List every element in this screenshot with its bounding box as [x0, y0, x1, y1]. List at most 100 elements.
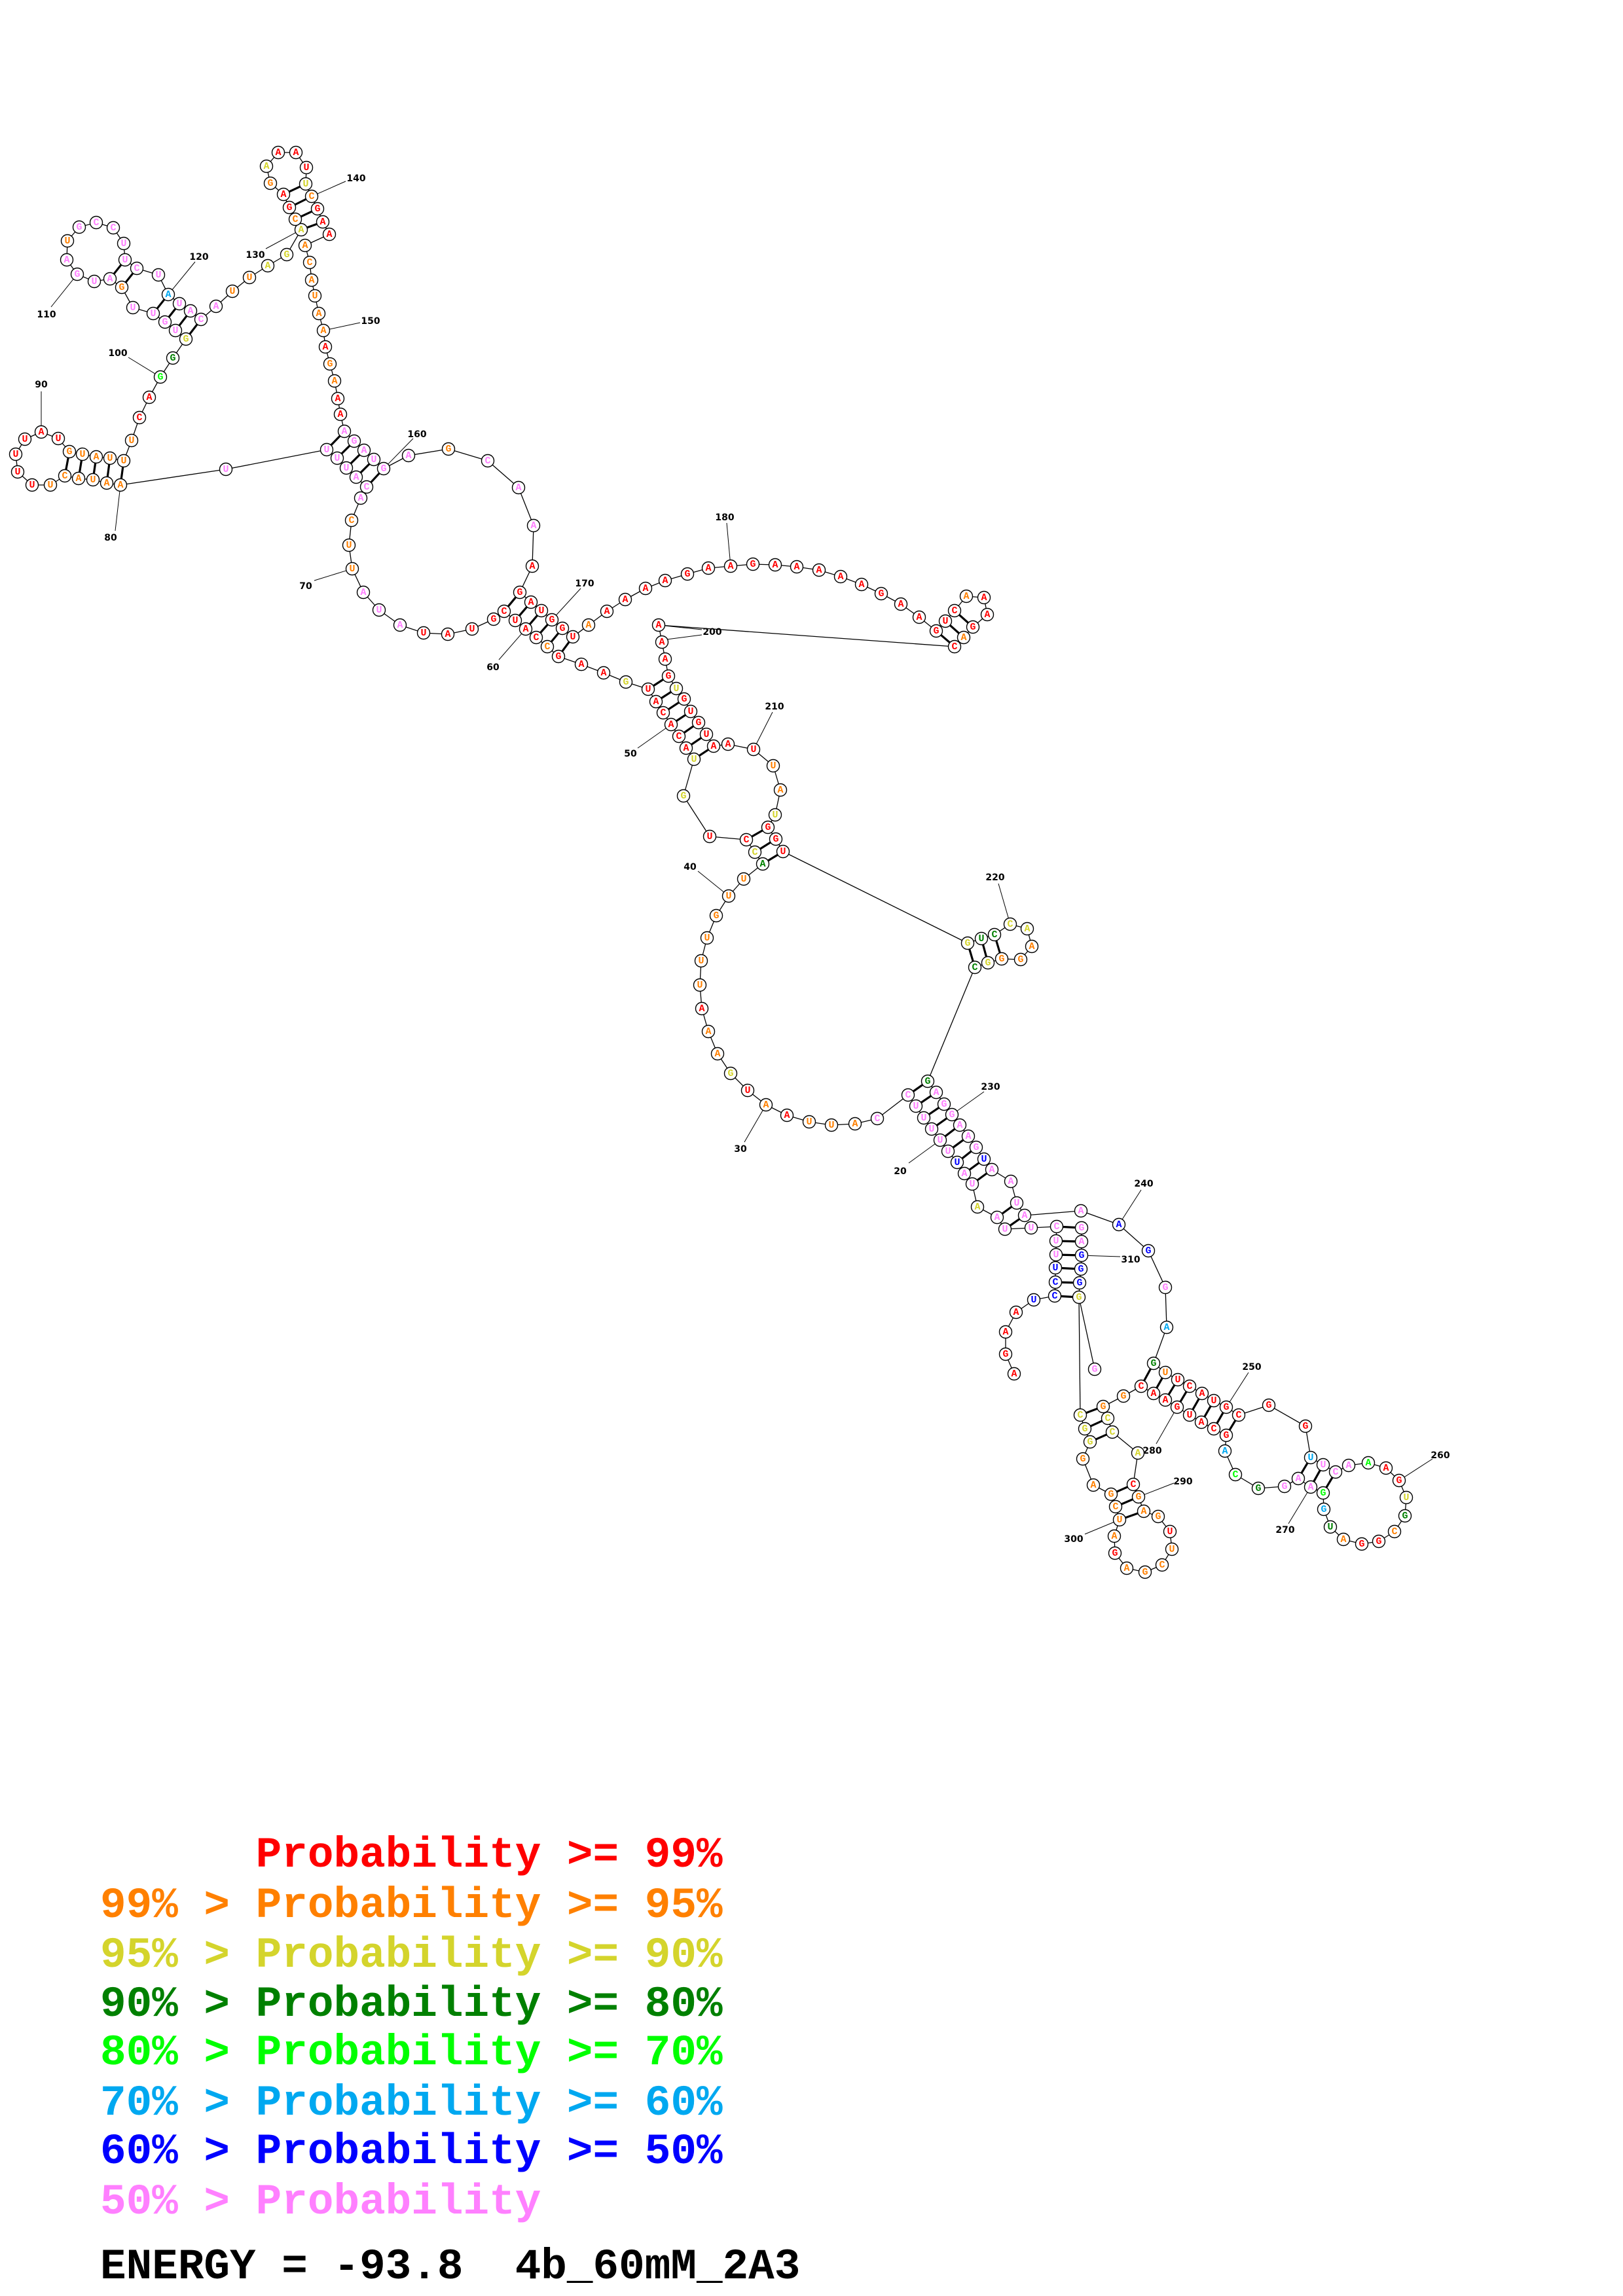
- nucleotide-circle: [739, 833, 754, 847]
- nucleotide: G: [323, 357, 337, 371]
- nucleotide-circle: [1086, 1478, 1101, 1492]
- nucleotide-circle: [1316, 1458, 1330, 1472]
- base-pair-bond: [294, 198, 307, 206]
- nucleotide-letter: A: [662, 654, 668, 665]
- nucleotide-letter: C: [348, 515, 354, 526]
- nucleotide: G: [551, 649, 566, 664]
- nucleotide-circle: [1076, 1452, 1090, 1466]
- nucleotide-circle: [706, 739, 721, 753]
- nucleotide: G: [1074, 1262, 1088, 1276]
- nucleotide-letter: C: [1007, 919, 1013, 930]
- nucleotide-circle: [945, 1107, 959, 1122]
- nucleotide: A: [894, 597, 908, 611]
- nucleotide-letter: C: [1235, 1410, 1241, 1421]
- nucleotide: G: [769, 832, 783, 846]
- nucleotide-letter: A: [146, 392, 152, 403]
- base-pair-bond: [178, 315, 188, 327]
- base-pair-bond: [528, 615, 539, 625]
- nucleotide-letter: U: [978, 933, 984, 944]
- nucleotide-circle: [957, 1166, 972, 1181]
- nucleotide: C: [1207, 1422, 1221, 1436]
- nucleotide-letter: A: [1340, 1534, 1346, 1545]
- nucleotide-letter: G: [1078, 1250, 1084, 1261]
- nucleotide: U: [1165, 1542, 1179, 1556]
- nucleotide-letter: G: [1376, 1536, 1381, 1547]
- nucleotide-circle: [998, 1325, 1013, 1339]
- position-label-leader: [317, 181, 346, 194]
- nucleotide: A: [664, 717, 678, 732]
- position-label: 140: [346, 173, 365, 184]
- nucleotide-letter: G: [1359, 1539, 1364, 1550]
- nucleotide: U: [740, 1083, 755, 1098]
- nucleotide-circle: [354, 491, 368, 505]
- nucleotide: C: [672, 729, 686, 744]
- nucleotide-circle: [282, 200, 297, 215]
- nucleotide-circle: [1323, 1520, 1338, 1534]
- nucleotide: C: [304, 189, 319, 204]
- nucleotide-circle: [261, 259, 275, 273]
- nucleotide-circle: [874, 586, 888, 601]
- nucleotide-circle: [465, 622, 479, 636]
- nucleotide-letter: A: [1123, 1563, 1129, 1574]
- nucleotide-circle: [950, 1155, 964, 1170]
- nucleotide: C: [529, 630, 543, 645]
- nucleotide: A: [100, 476, 114, 490]
- nucleotide: G: [1072, 1276, 1087, 1290]
- position-label-leader: [172, 261, 196, 290]
- nucleotide-letter: C: [308, 191, 314, 202]
- nucleotide: C: [947, 639, 962, 654]
- nucleotide-letter: U: [706, 831, 712, 842]
- nucleotide-circle: [618, 592, 632, 607]
- legend-row-80: 90% > Probability >= 80%: [100, 1980, 723, 2029]
- nucleotide-letter: A: [683, 743, 689, 754]
- nucleotide: A: [1131, 1446, 1145, 1460]
- legend-row-90: 95% > Probability >= 90%: [100, 1931, 723, 1980]
- position-label: 310: [1121, 1255, 1140, 1265]
- nucleotide: U: [151, 268, 166, 282]
- nucleotide-letter: A: [960, 632, 966, 643]
- nucleotide-letter: G: [878, 588, 884, 600]
- base-pair-bond: [1192, 1398, 1200, 1410]
- nucleotide-letter: C: [1052, 1277, 1058, 1288]
- nucleotide-letter: A: [585, 620, 591, 631]
- position-label-leader: [265, 232, 296, 249]
- nucleotide: A: [1341, 1458, 1356, 1473]
- nucleotide-circle: [51, 431, 65, 446]
- nucleotide-circle: [987, 927, 1002, 942]
- nucleotide: U: [684, 704, 698, 719]
- backbone-bond: [448, 448, 488, 461]
- nucleotide: U: [299, 160, 314, 175]
- position-label: 240: [1134, 1179, 1153, 1189]
- nucleotide: G: [1087, 1362, 1102, 1376]
- nucleotide-circle: [1159, 1320, 1174, 1335]
- nucleotide-letter: A: [529, 561, 535, 572]
- nucleotide-letter: G: [559, 623, 565, 634]
- nucleotide-circle: [1112, 1513, 1127, 1527]
- nucleotide: G: [62, 444, 77, 459]
- nucleotide-circle: [1116, 1389, 1131, 1403]
- nucleotide-circle: [965, 1177, 979, 1191]
- nucleotide-letter: G: [1402, 1511, 1408, 1522]
- nucleotide-letter: G: [351, 436, 357, 447]
- legend-row-60: 70% > Probability >= 60%: [100, 2079, 723, 2128]
- position-label: 170: [575, 579, 594, 589]
- nucleotide: A: [953, 1118, 967, 1132]
- nucleotide-letter: C: [660, 708, 666, 719]
- nucleotide-circle: [1074, 1262, 1088, 1276]
- nucleotide: U: [699, 727, 714, 742]
- nucleotide-circle: [87, 274, 101, 289]
- base-pair-bond: [120, 467, 124, 479]
- nucleotide-letter: G: [1135, 1492, 1141, 1503]
- nucleotide: A: [1195, 1386, 1209, 1401]
- nucleotide-letter: C: [136, 412, 142, 423]
- nucleotide-letter: A: [38, 427, 44, 438]
- nucleotide: C: [288, 212, 302, 226]
- nucleotide-circle: [854, 577, 869, 592]
- nucleotide: U: [330, 451, 344, 465]
- nucleotide-circle: [327, 374, 342, 388]
- base-pair-bond: [300, 210, 313, 218]
- nucleotide-letter: A: [1029, 941, 1034, 952]
- nucleotide-letter: U: [155, 270, 161, 281]
- nucleotide-letter: G: [286, 202, 292, 213]
- nucleotide-letter: A: [759, 859, 765, 870]
